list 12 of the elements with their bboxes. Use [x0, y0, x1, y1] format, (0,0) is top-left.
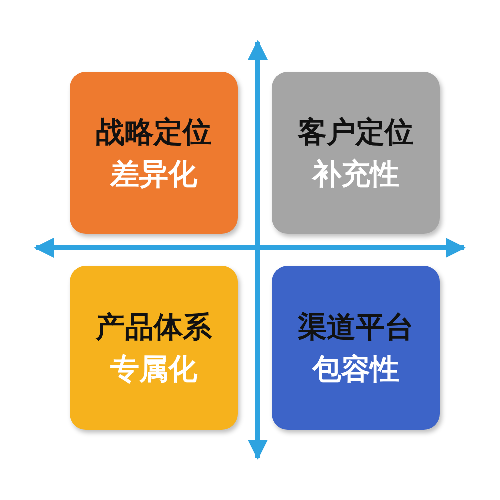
quadrant-subtitle: 包容性: [312, 351, 400, 388]
quadrant-title: 产品体系: [96, 308, 212, 346]
quadrant-title: 客户定位: [298, 114, 414, 151]
quadrant-title: 渠道平台: [298, 308, 414, 346]
quadrant-subtitle: 差异化: [110, 156, 198, 193]
quadrant-subtitle: 专属化: [110, 351, 198, 388]
quadrant-box: [70, 72, 238, 234]
quadrant-title: 战略定位: [96, 114, 212, 151]
quadrant-box: [272, 266, 440, 430]
quadrant-box: [70, 266, 238, 430]
quadrant-subtitle: 补充性: [312, 156, 400, 193]
quadrant-box: [272, 72, 440, 234]
